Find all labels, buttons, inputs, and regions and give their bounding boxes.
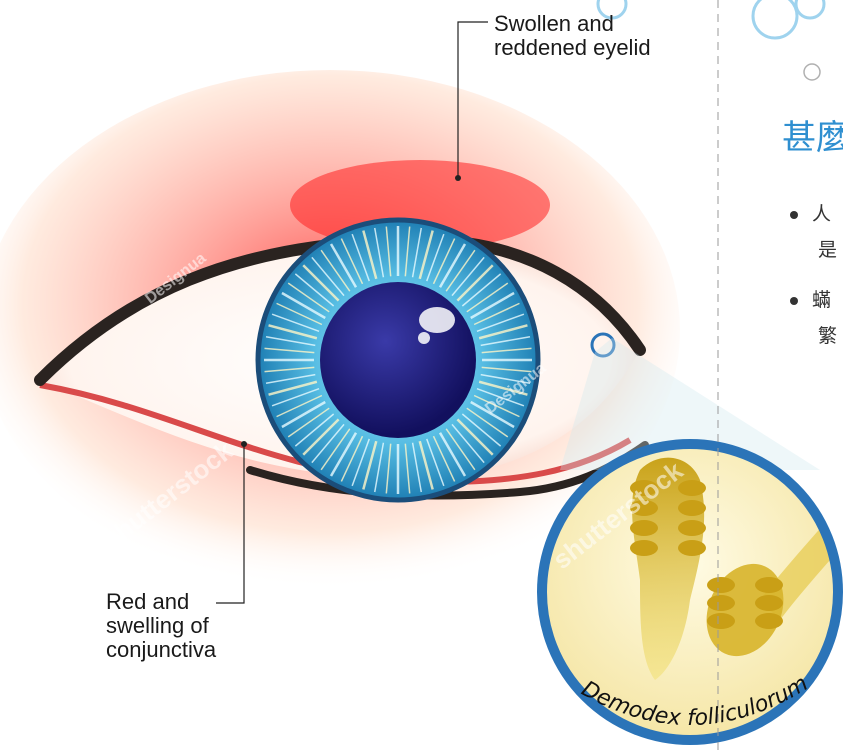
bullet-text: 蟎 — [812, 289, 831, 311]
eyelid-label-line: Swollen and — [494, 12, 651, 36]
eyelid-label-line: reddened eyelid — [494, 36, 651, 60]
mite-leg — [678, 500, 706, 516]
mite-leg — [630, 540, 658, 556]
mite-leg — [755, 595, 783, 611]
mite-leg — [707, 577, 735, 593]
bubble-icon — [796, 0, 824, 18]
eyelid-label: Swollen and reddened eyelid — [494, 12, 651, 60]
bubble-icon — [804, 64, 820, 80]
conjunctiva-label: Red and swelling of conjunctiva — [106, 590, 216, 662]
conjunctiva-label-line: swelling of — [106, 614, 216, 638]
bullet-dot-icon — [790, 211, 798, 219]
pupil-highlight-small — [418, 332, 430, 344]
conjunctiva-pointer-dot — [241, 441, 247, 447]
bullet-text: 繁 — [790, 318, 837, 354]
side-panel-bullet: 蟎 繁 — [790, 282, 837, 354]
bullet-text: 人 — [812, 203, 831, 225]
bullet-text: 是 — [790, 232, 837, 268]
mite-leg — [678, 480, 706, 496]
mite-leg — [630, 480, 658, 496]
eyelid-pointer-dot — [455, 175, 461, 181]
bubble-icon — [753, 0, 797, 38]
mite-leg — [630, 520, 658, 536]
bullet-dot-icon — [790, 297, 798, 305]
mite-leg — [755, 577, 783, 593]
pupil-highlight — [419, 307, 455, 333]
side-panel-bullet: 人 是 — [790, 196, 837, 268]
pupil — [320, 282, 476, 438]
mite-leg — [678, 520, 706, 536]
mite-leg — [630, 500, 658, 516]
mite-leg — [678, 540, 706, 556]
conjunctiva-label-line: Red and — [106, 590, 216, 614]
mite-leg — [755, 613, 783, 629]
mite-leg — [707, 595, 735, 611]
mite-leg — [707, 613, 735, 629]
conjunctiva-label-line: conjunctiva — [106, 638, 216, 662]
side-panel-heading: 甚麼 — [782, 118, 843, 158]
